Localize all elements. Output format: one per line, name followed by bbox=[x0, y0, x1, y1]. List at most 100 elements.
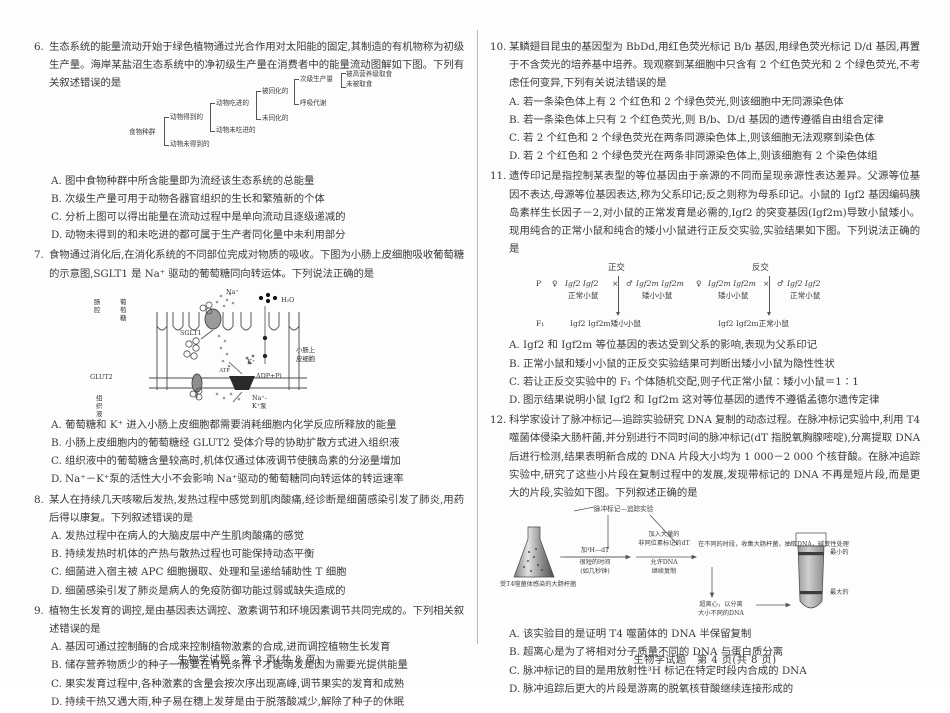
node-animal-not-obtained: 动物未得到的 bbox=[170, 139, 210, 148]
label-band-largest: 最大的 bbox=[830, 589, 849, 597]
question-10: 10. 某鳞翅目昆虫的基因型为 BbDd,用红色荧光标记 B/b 基因,用绿色荧… bbox=[490, 38, 920, 165]
arrow-head-reverse bbox=[766, 312, 771, 317]
cross-symbol-forward: × bbox=[612, 279, 619, 289]
forward-father-phenotype: 矮小小鼠 bbox=[642, 291, 673, 301]
question-8: 8. 某人在持续几天咳嗽后发热,发热过程中感觉到肌肉酸痛,经诊断是细菌感染引发了… bbox=[34, 491, 464, 600]
node-secondary-production: 次级生产量 bbox=[300, 74, 333, 83]
question-stem: 某人在持续几天咳嗽后发热,发热过程中感觉到肌肉酸痛,经诊断是细菌感染引发了肺炎,… bbox=[49, 493, 464, 524]
option-B: B.正常小鼠和矮小小鼠的正反交实验结果可判断出矮小小鼠为隐性性状 bbox=[509, 357, 835, 370]
label-na-k-pump: Na⁺-K⁺泵 bbox=[252, 393, 267, 410]
question-stem: 遗传印记是指控制某表型的等位基因由于亲源的不同而呈现亲源性表达差异。父源等位基因… bbox=[509, 170, 920, 256]
male-symbol-forward: ♂ bbox=[626, 279, 633, 289]
option-D: D.Na⁺－K⁺泵的活性大小不会影响 Na⁺驱动的葡萄糖同向转运体的转运速率 bbox=[51, 473, 404, 486]
label-step1: 加³H—dT bbox=[580, 547, 610, 555]
label-sglt1: SGLT1 bbox=[180, 328, 202, 337]
membrane-transport-svg: ATP bbox=[149, 292, 307, 403]
question-12: 12. 科学家设计了脉冲标记—追踪实验研究 DNA 复制的动态过程。在脉冲标记实… bbox=[490, 411, 920, 698]
question-number: 7. bbox=[34, 249, 44, 262]
question-number: 8. bbox=[34, 493, 44, 506]
question-number: 12. bbox=[490, 414, 507, 427]
label-band-smallest: 最小的 bbox=[830, 549, 849, 557]
label-step2: 加入大量的非同位素标记的dT bbox=[638, 531, 690, 547]
option-A: A.若一条染色体上有 2 个红色和 2 个绿色荧光,则该细胞中无同源染色体 bbox=[509, 95, 844, 108]
option-D: D.脉冲追踪后更大的片段是游离的脱氧核苷酸继续连接形成的 bbox=[509, 682, 794, 695]
label-intestinal-lumen: 肠腔 bbox=[94, 297, 101, 314]
option-B: B.若一条染色体上只有 2 个红色荧光,则 B/b、D/d 基因的遗传遵循自由组… bbox=[509, 113, 884, 126]
label-intestinal-epithelial-cell: 小肠上皮细胞 bbox=[296, 345, 316, 363]
right-column: 10. 某鳞翅目昆虫的基因型为 BbDd,用红色荧光标记 B/b 基因,用绿色荧… bbox=[490, 38, 920, 700]
option-D: D.细菌感染引发了肺炎是病人的免疫防御功能过弱或缺失造成的 bbox=[51, 584, 346, 597]
node-food-population: 食物种群 bbox=[129, 127, 156, 136]
female-symbol-reverse: ♀ bbox=[696, 279, 702, 289]
question-number: 11. bbox=[490, 170, 507, 183]
label-sodium-ion: Na⁺ bbox=[226, 287, 239, 296]
page-footer-left: 生物学试题 第 3 页(共 8 页) bbox=[177, 655, 321, 666]
option-C: C.若 2 个红色和 2 个绿色荧光在两条同源染色体上,则该细胞无法观察到染色体 bbox=[509, 132, 875, 145]
question-stem: 食物通过消化后,在消化系统的不同部位完成对物质的吸收。下图为小肠上皮细胞吸收葡萄… bbox=[49, 249, 464, 280]
option-C: C.组织液中的葡萄糖含量较高时,机体仅通过体液调节使胰岛素的分泌量增加 bbox=[51, 455, 401, 468]
option-B: B.持续发热时机体的产热与散热过程也可能保持动态平衡 bbox=[51, 548, 315, 561]
option-C: C.果实发育过程中,各种激素的含量会按次序出现高峰,调节果实的发育和成熟 bbox=[51, 677, 405, 690]
reverse-father-genotype: Igf2 Igf2 bbox=[787, 279, 821, 289]
label-flask: 受T4噬菌体感染的大肠杆菌 bbox=[500, 581, 577, 589]
option-B: B.储存营养物质少的种子一般要在有光条件下才能萌发是因为需要光提供能量 bbox=[51, 659, 408, 672]
female-symbol-forward: ♀ bbox=[552, 279, 558, 289]
option-D: D.图示结果说明小鼠 Igf2 和 Igf2m 这对等位基因的遗传不遵循孟德尔遗… bbox=[509, 394, 880, 407]
question-stem: 植物生长发育的调控,是由基因表达调控、激素调节和环境因素调节共同完成的。下列相关… bbox=[49, 604, 464, 636]
node-not-assimilated: 未同化的 bbox=[262, 113, 289, 122]
option-A: A.Igf2 和 Igf2m 等位基因的表达受到父系的影响,表现为父系印记 bbox=[509, 339, 818, 352]
brace-4 bbox=[294, 78, 299, 105]
figure-title: 脉冲标记—追踪实验 bbox=[594, 505, 654, 514]
forward-mother-genotype: Igf2 Igf2 bbox=[565, 279, 599, 289]
option-A: A.该实验目的是证明 T4 噬菌体的 DNA 半保留复制 bbox=[509, 628, 752, 641]
option-A: A.葡萄糖和 K⁺ 进入小肠上皮细胞都需要消耗细胞内化学反应所释放的能量 bbox=[51, 418, 397, 431]
node-eaten-by-higher-level: 被高营养级取食 bbox=[346, 69, 393, 78]
page-footer-right: 生物学试题 第 4 页(共 8 页) bbox=[633, 655, 777, 666]
reverse-f1: Igf2 Igf2m正常小鼠 bbox=[718, 319, 789, 329]
option-A: A.发热过程中在病人的大脑皮层中产生肌肉酸痛的感觉 bbox=[51, 530, 304, 543]
node-animal-eaten: 动物吃进的 bbox=[216, 98, 249, 107]
row-label-P: P bbox=[536, 279, 542, 289]
left-column: 6. 生态系统的能量流动开始于绿色植物通过光合作用对太阳能的固定,其制造的有机物… bbox=[34, 38, 464, 713]
svg-text:ATP: ATP bbox=[219, 368, 230, 374]
option-D: D.若 2 个红色和 2 个绿色荧光在两条非同源染色体上,则该细胞有 2 个染色… bbox=[509, 150, 878, 163]
forward-father-genotype: Igf2m Igf2m bbox=[636, 279, 684, 289]
node-animal-not-eaten: 动物未吃进的 bbox=[216, 125, 256, 134]
label-tissue-fluid: 组织液 bbox=[96, 393, 103, 418]
question-number: 10. bbox=[490, 41, 507, 53]
brace-3 bbox=[256, 90, 261, 120]
figure-energy-flow-brace-tree: 食物种群 动物得到的 动物未得到的 动物吃进的 动物未吃进的 被同化的 未同化的… bbox=[34, 70, 464, 171]
question-6: 6. 生态系统的能量流动开始于绿色植物通过光合作用对太阳能的固定,其制造的有机物… bbox=[34, 38, 464, 244]
forward-f1: Igf2 Igf2m矮小小鼠 bbox=[570, 319, 641, 329]
label-water: H₂O bbox=[281, 295, 295, 304]
reverse-mother-phenotype: 矮小小鼠 bbox=[718, 291, 749, 301]
header-reverse-cross: 反交 bbox=[752, 262, 769, 273]
question-stem: 某鳞翅目昆虫的基因型为 BbDd,用红色荧光标记 B/b 基因,用绿色荧光标记 … bbox=[509, 41, 920, 90]
option-C: C.细菌进入宿主被 APC 细胞摄取、处理和呈递给辅助性 T 细胞 bbox=[51, 566, 347, 579]
label-glucose: 葡萄糖 bbox=[120, 297, 127, 322]
option-A: A.基因可通过控制酶的合成来控制植物激素的合成,进而调控植物生长发育 bbox=[51, 641, 391, 654]
cross-connector-reverse bbox=[769, 276, 770, 315]
brace-5 bbox=[341, 72, 346, 88]
figure-pulse-chase-experiment: 脉冲标记—追踪实验 bbox=[490, 505, 920, 623]
label-adp-pi: ADP+Pi bbox=[256, 371, 282, 380]
reverse-mother-genotype: Igf2m Igf2m bbox=[708, 279, 756, 289]
question-stem: 科学家设计了脉冲标记—追踪实验研究 DNA 复制的动态过程。在脉冲标记实验中,利… bbox=[509, 414, 920, 500]
label-glut2: GLUT2 bbox=[90, 372, 113, 381]
node-not-eaten: 未被取食 bbox=[346, 79, 373, 88]
cross-connector-forward bbox=[618, 276, 619, 315]
forward-mother-phenotype: 正常小鼠 bbox=[568, 291, 599, 301]
column-divider bbox=[477, 30, 478, 644]
option-C: C.脉冲标记的目的是用放射性³H 标记在特定时段内合成的 DNA bbox=[509, 664, 807, 677]
male-symbol-reverse: ♂ bbox=[777, 279, 784, 289]
row-label-F1: F₁ bbox=[536, 319, 545, 329]
arrow-head-forward bbox=[615, 312, 620, 317]
figure-genetic-cross-diagram: 正交 反交 P ♀ Igf2 Igf2 正常小鼠 × ♂ Igf2m Igf2m… bbox=[490, 262, 920, 334]
label-potassium-ion: K⁺ bbox=[247, 357, 256, 366]
node-animal-obtained: 动物得到的 bbox=[170, 112, 203, 121]
question-number: 6. bbox=[34, 41, 44, 53]
label-step1-time: 很短的时间(如几秒钟) bbox=[579, 559, 611, 575]
option-D: D.动物未得到的和未吃进的都可属于生产者同化量中未利用部分 bbox=[51, 229, 346, 242]
question-stem: 生态系统的能量流动开始于绿色植物通过光合作用对太阳能的固定,其制造的有机物称为初… bbox=[49, 41, 464, 90]
